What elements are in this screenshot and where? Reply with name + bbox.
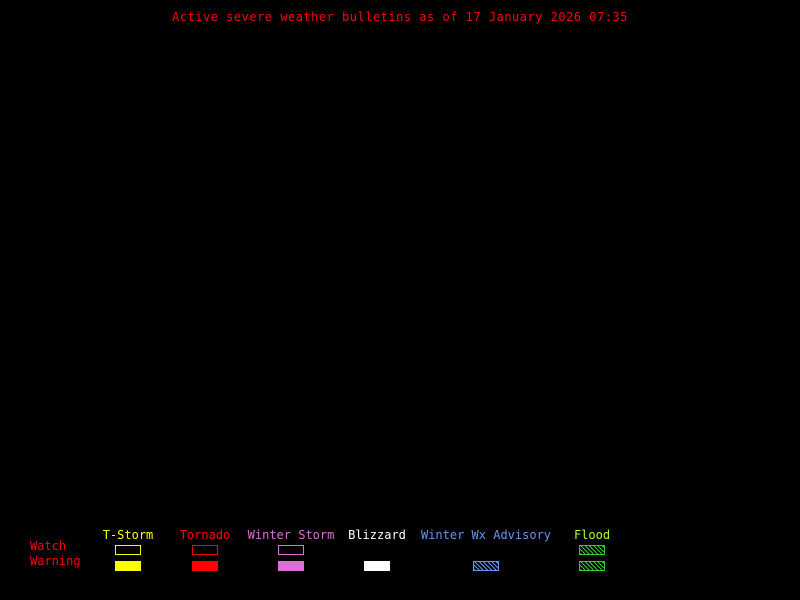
legend-swatch-watch — [278, 545, 304, 555]
page-title: Active severe weather bulletins as of 17… — [172, 10, 628, 24]
legend-column-blizzard: Blizzard — [302, 529, 452, 571]
legend-column-winter-storm: Winter Storm — [216, 529, 366, 571]
legend-row-watch-label: Watch — [30, 539, 67, 553]
legend-swatch-watch — [115, 545, 141, 555]
legend-category-label: Winter Wx Advisory — [420, 528, 552, 542]
legend-swatch-watch — [579, 545, 605, 555]
legend-category-label: Blizzard — [348, 528, 406, 542]
legend-swatch-warning — [364, 561, 390, 571]
legend-swatch-warning — [473, 561, 499, 571]
legend-swatch-warning — [579, 561, 605, 571]
legend-category-label: T-Storm — [102, 528, 154, 542]
legend-swatch-warning — [278, 561, 304, 571]
legend-category-label: Flood — [573, 528, 611, 542]
legend-column-t-storm: T-Storm — [53, 529, 203, 571]
legend-swatch-warning — [115, 561, 141, 571]
legend-category-label: Winter Storm — [247, 528, 335, 542]
legend-column-winter-wx-advisory: Winter Wx Advisory — [411, 529, 561, 571]
legend-swatch-watch — [192, 545, 218, 555]
legend-row-warning-label: Warning — [30, 554, 81, 568]
legend-swatch-warning — [192, 561, 218, 571]
legend-column-flood: Flood — [517, 529, 667, 571]
legend-category-label: Tornado — [179, 528, 231, 542]
legend-column-tornado: Tornado — [130, 529, 280, 571]
